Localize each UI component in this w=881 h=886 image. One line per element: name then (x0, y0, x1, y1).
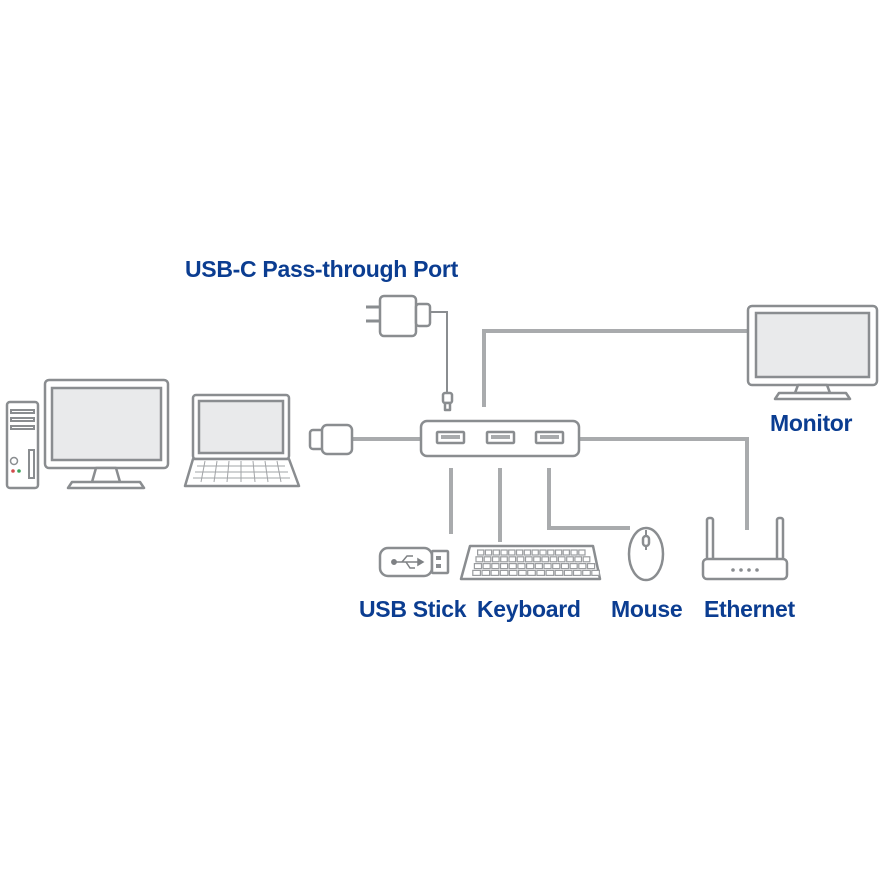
keyboard-key (491, 562, 500, 570)
keyboard-key (508, 569, 518, 577)
router-icon (701, 516, 789, 581)
keyboard-key (524, 556, 533, 563)
keyboard-key (574, 556, 583, 563)
label-mouse: Mouse (611, 596, 683, 622)
usb-stick-icon (378, 546, 450, 578)
keyboard-key (516, 556, 525, 563)
keyboard-key (557, 556, 566, 563)
keyboard-key (543, 562, 552, 570)
keyboard-key (500, 556, 508, 563)
mouse-icon (627, 526, 665, 582)
label-keyboard: Keyboard (477, 596, 581, 622)
keyboard-key (472, 569, 481, 577)
keyboard-key (545, 569, 555, 577)
keyboard-key (572, 569, 582, 577)
keyboard-key (477, 549, 485, 556)
monitor-cable (482, 329, 750, 407)
label-usb-stick: USB Stick (359, 596, 467, 622)
keyboard-key (527, 569, 536, 577)
keyboard-key (539, 549, 547, 556)
keyboard-key (534, 562, 543, 570)
keyboard-key (517, 562, 526, 570)
keyboard-key (541, 556, 550, 563)
keyboard-key (481, 569, 491, 577)
usb-hub-icon (419, 419, 581, 458)
keyboard-key (499, 562, 509, 570)
keyboard-key (569, 562, 578, 570)
keyboard-key (582, 569, 591, 577)
keyboard-key (475, 556, 484, 563)
keyboard-key (492, 549, 501, 556)
keyboard-key (566, 556, 574, 563)
laptop-icon (183, 393, 301, 488)
cables (348, 329, 750, 542)
keyboard-key (523, 549, 532, 556)
keyboard-key (547, 549, 555, 556)
keyboard-key (484, 549, 493, 556)
keyboard-key (533, 556, 541, 563)
label-ethernet: Ethernet (704, 596, 795, 622)
usb-c-plug-icon (308, 423, 354, 456)
keyboard-key (560, 562, 570, 570)
keyboard-key (508, 556, 517, 563)
keyboard-key (570, 549, 578, 556)
keyboard-key (582, 556, 591, 563)
keyboard-key (482, 562, 491, 570)
keyboard-key (483, 556, 492, 563)
keyboard-key (552, 562, 561, 570)
keyboard-key (563, 569, 573, 577)
keyboard-key (517, 569, 527, 577)
label-pass-through-port: USB-C Pass-through Port (185, 256, 458, 282)
keyboard-key (554, 569, 564, 577)
keyboard-key (586, 562, 596, 570)
keyboard-key (508, 562, 517, 570)
keyboard-key (578, 562, 587, 570)
keyboard-key (525, 562, 535, 570)
keyboard-key (491, 556, 500, 563)
keyboard-key (508, 549, 516, 556)
keyboard-key (500, 549, 508, 556)
keyboard-key (562, 549, 571, 556)
keyboard-key (549, 556, 558, 563)
label-monitor: Monitor (770, 410, 853, 436)
keyboard-key (554, 549, 563, 556)
keyboard-key (536, 569, 546, 577)
desktop-tower-icon (5, 400, 40, 490)
keyboard-key (490, 569, 500, 577)
keyboard-key (499, 569, 509, 577)
mouse-cable (547, 468, 630, 530)
desktop-monitor-icon (43, 378, 170, 490)
keyboard-key (531, 549, 539, 556)
keyboard-icon (459, 544, 602, 581)
keyboard-key (515, 549, 524, 556)
power-adapter-icon (366, 294, 454, 412)
external-monitor-icon (746, 304, 879, 401)
keyboard-key (578, 549, 586, 556)
keyboard-key (591, 569, 600, 577)
keyboard-key (473, 562, 483, 570)
ethernet-cable (577, 437, 749, 530)
